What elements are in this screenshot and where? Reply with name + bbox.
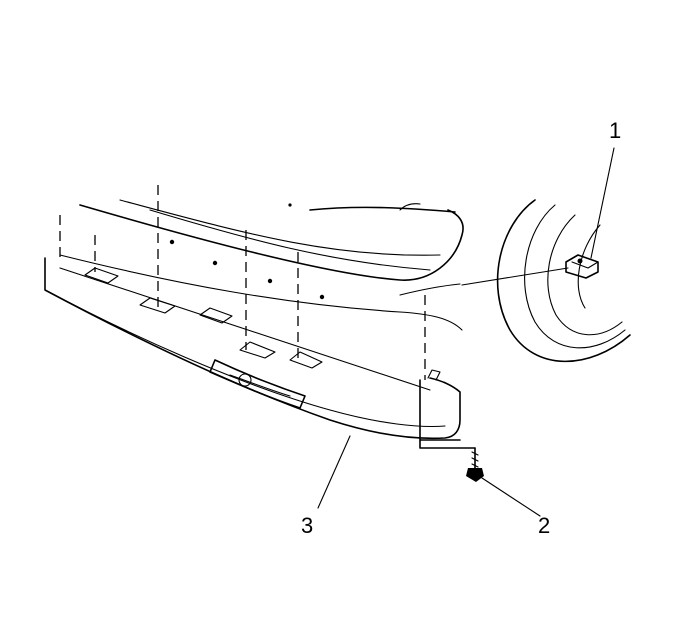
callout-number-1: 1	[609, 118, 622, 143]
mounting-bolt	[419, 439, 484, 482]
alignment-lines	[59, 185, 426, 380]
front-wheel	[496, 199, 631, 363]
callout-number-3: 3	[301, 513, 314, 538]
callout-number-2: 2	[538, 513, 551, 538]
callout-1-leader	[590, 147, 615, 259]
bumper-fascia	[44, 257, 461, 441]
vehicle-front-body	[59, 199, 464, 331]
retainer-clip	[565, 254, 599, 279]
callout-3-leader	[317, 435, 351, 509]
callout-2-leader	[481, 477, 541, 517]
clip-leader-line	[461, 267, 569, 286]
